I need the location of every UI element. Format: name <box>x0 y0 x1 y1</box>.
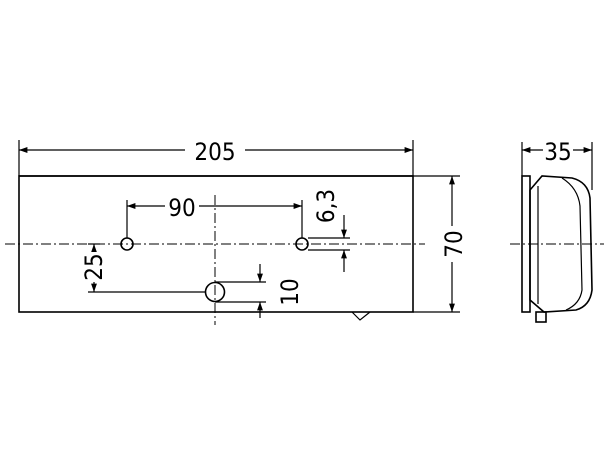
dim-label-205: 205 <box>194 138 235 166</box>
dim-label-25: 25 <box>80 253 108 280</box>
side-lens-outline <box>529 175 593 313</box>
dim-label-6-3: 6,3 <box>312 189 340 223</box>
front-view: 205 90 6,3 25 10 70 <box>5 136 468 325</box>
side-lens-ridge <box>561 177 583 311</box>
side-bottom-peg <box>535 311 547 323</box>
side-view: 35 <box>510 137 604 323</box>
dim-label-35: 35 <box>544 138 571 166</box>
bottom-tab <box>351 311 371 321</box>
dim-label-90: 90 <box>168 194 195 222</box>
dim-label-10: 10 <box>276 278 304 305</box>
dim-label-70: 70 <box>440 230 468 257</box>
